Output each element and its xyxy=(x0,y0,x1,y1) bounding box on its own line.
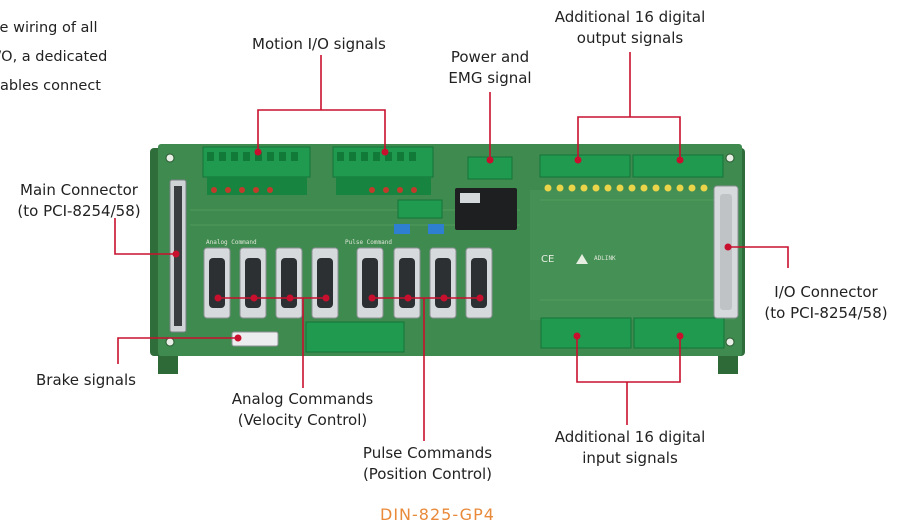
intro-paragraph: se wiring of all I/O, a dedicated cables… xyxy=(0,14,150,101)
label-line: (to PCI-8254/58) xyxy=(17,202,141,220)
motion-io-terminals xyxy=(202,146,434,195)
label-analog-commands: Analog Commands (Velocity Control) xyxy=(215,389,390,431)
intro-line: cables connect xyxy=(0,78,101,94)
label-additional-input: Additional 16 digital input signals xyxy=(545,427,715,469)
label-line: EMG signal xyxy=(448,69,532,87)
leader-dots xyxy=(172,148,732,342)
intro-line: se wiring of all xyxy=(0,20,98,36)
label-line: I/O Connector xyxy=(774,283,878,301)
label-line: Power and xyxy=(450,48,530,66)
label-line: Pulse Commands xyxy=(362,444,493,462)
brake-connector xyxy=(231,331,279,347)
label-line: (Position Control) xyxy=(362,465,493,483)
label-power-emg: Power and EMG signal xyxy=(440,47,540,89)
brake-area-terminal xyxy=(305,321,405,353)
intro-line: I/O, a dedicated xyxy=(0,49,108,65)
model-name: DIN-825-GP4 xyxy=(380,505,495,524)
label-line: input signals xyxy=(582,449,678,467)
label-line: (to PCI-8254/58) xyxy=(764,304,888,322)
label-brake: Brake signals xyxy=(36,371,136,389)
svg-text:CE: CE xyxy=(541,254,554,265)
label-motion-io: Motion I/O signals xyxy=(252,35,386,53)
silk-pulse: Pulse Command xyxy=(345,239,392,246)
label-additional-output: Additional 16 digital output signals xyxy=(545,7,715,49)
label-line: Analog Commands xyxy=(231,390,374,408)
label-io-connector: I/O Connector (to PCI-8254/58) xyxy=(755,282,897,324)
output-terminals xyxy=(539,154,724,178)
label-line: (Velocity Control) xyxy=(237,411,368,429)
leader-lines xyxy=(114,52,789,441)
label-line: output signals xyxy=(576,29,684,47)
label-line: Additional 16 digital xyxy=(554,428,706,446)
label-line: Main Connector xyxy=(20,181,138,199)
label-pulse-commands: Pulse Commands (Position Control) xyxy=(345,443,510,485)
silk-analog: Analog Command xyxy=(206,239,257,246)
label-main-connector: Main Connector (to PCI-8254/58) xyxy=(0,180,158,222)
label-line: Additional 16 digital xyxy=(554,8,706,26)
silk-brand: ADLINK xyxy=(594,255,616,262)
